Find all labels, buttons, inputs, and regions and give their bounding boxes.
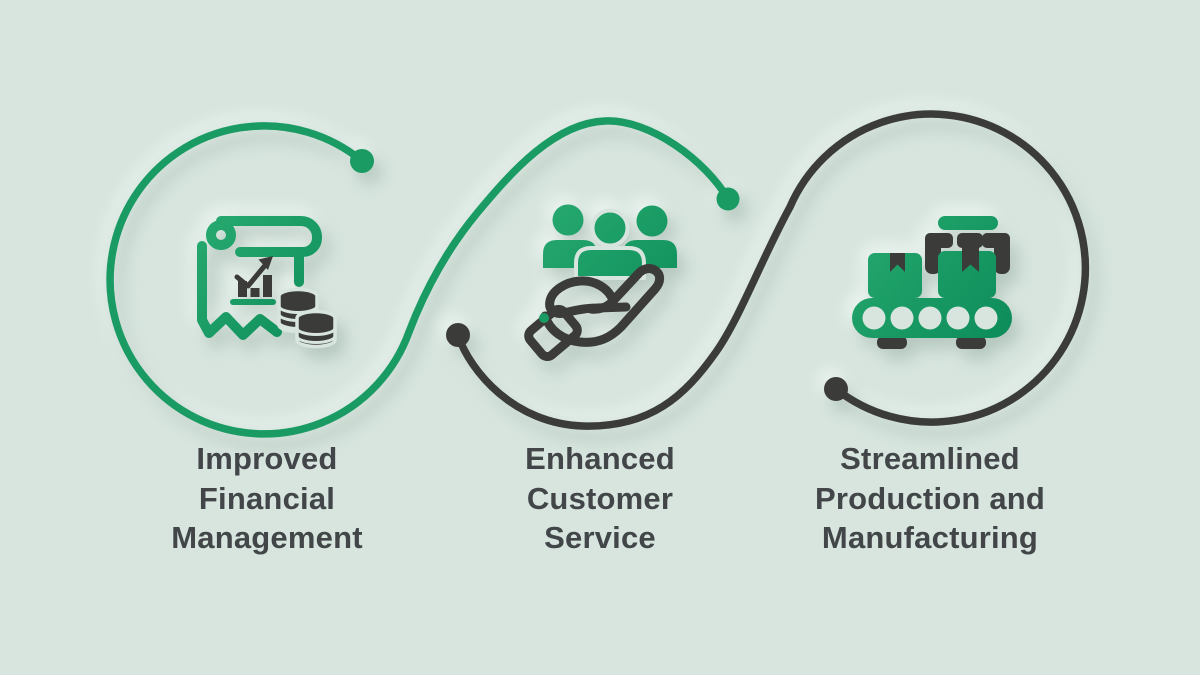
gripper-claw (925, 233, 1010, 274)
flow-path-dark (454, 110, 1090, 430)
chart-bar (263, 275, 272, 297)
belt-foot (877, 336, 907, 349)
flow-line-green (106, 117, 740, 438)
person-head (552, 204, 584, 236)
person-head (590, 208, 630, 248)
cuff-dot (539, 313, 549, 323)
box (938, 251, 996, 298)
trend-arrow-line (234, 260, 270, 289)
caption-production-manufacturing: Streamlined Production and Manufacturing (814, 441, 1046, 555)
flow-endpoint-dot (350, 149, 374, 173)
belt-foot (956, 336, 986, 349)
coin-stack (295, 309, 337, 349)
person-body (574, 246, 646, 280)
belt-rollers (862, 306, 998, 330)
box (868, 253, 922, 298)
caption-financial-management: Improved Financial Management (171, 441, 363, 555)
flow-endpoint-dot (824, 377, 848, 401)
customer-service-icon (524, 204, 677, 362)
flow-line-dark (446, 110, 1090, 430)
chart-baseline (230, 299, 276, 305)
caption-customer-service: Enhanced Customer Service (525, 441, 675, 555)
financial-report-icon (197, 216, 337, 349)
gripper-rail (938, 216, 998, 230)
customer-group (543, 204, 677, 280)
open-hand (524, 264, 665, 362)
box-tape-ribbon (890, 253, 905, 272)
person-head (636, 205, 668, 237)
flow-path-green (106, 117, 732, 438)
flow-endpoint-dot (716, 187, 740, 211)
flow-endpoint-dot (446, 323, 470, 347)
trend-arrow-head (258, 256, 273, 270)
chart-bar (250, 288, 260, 297)
chart-bar (238, 281, 247, 297)
box-tape-ribbon (962, 245, 979, 272)
manufacturing-conveyor-icon (852, 216, 1012, 349)
scroll-shape (197, 216, 322, 340)
growth-chart (230, 256, 276, 305)
thumb-outline (545, 276, 631, 318)
